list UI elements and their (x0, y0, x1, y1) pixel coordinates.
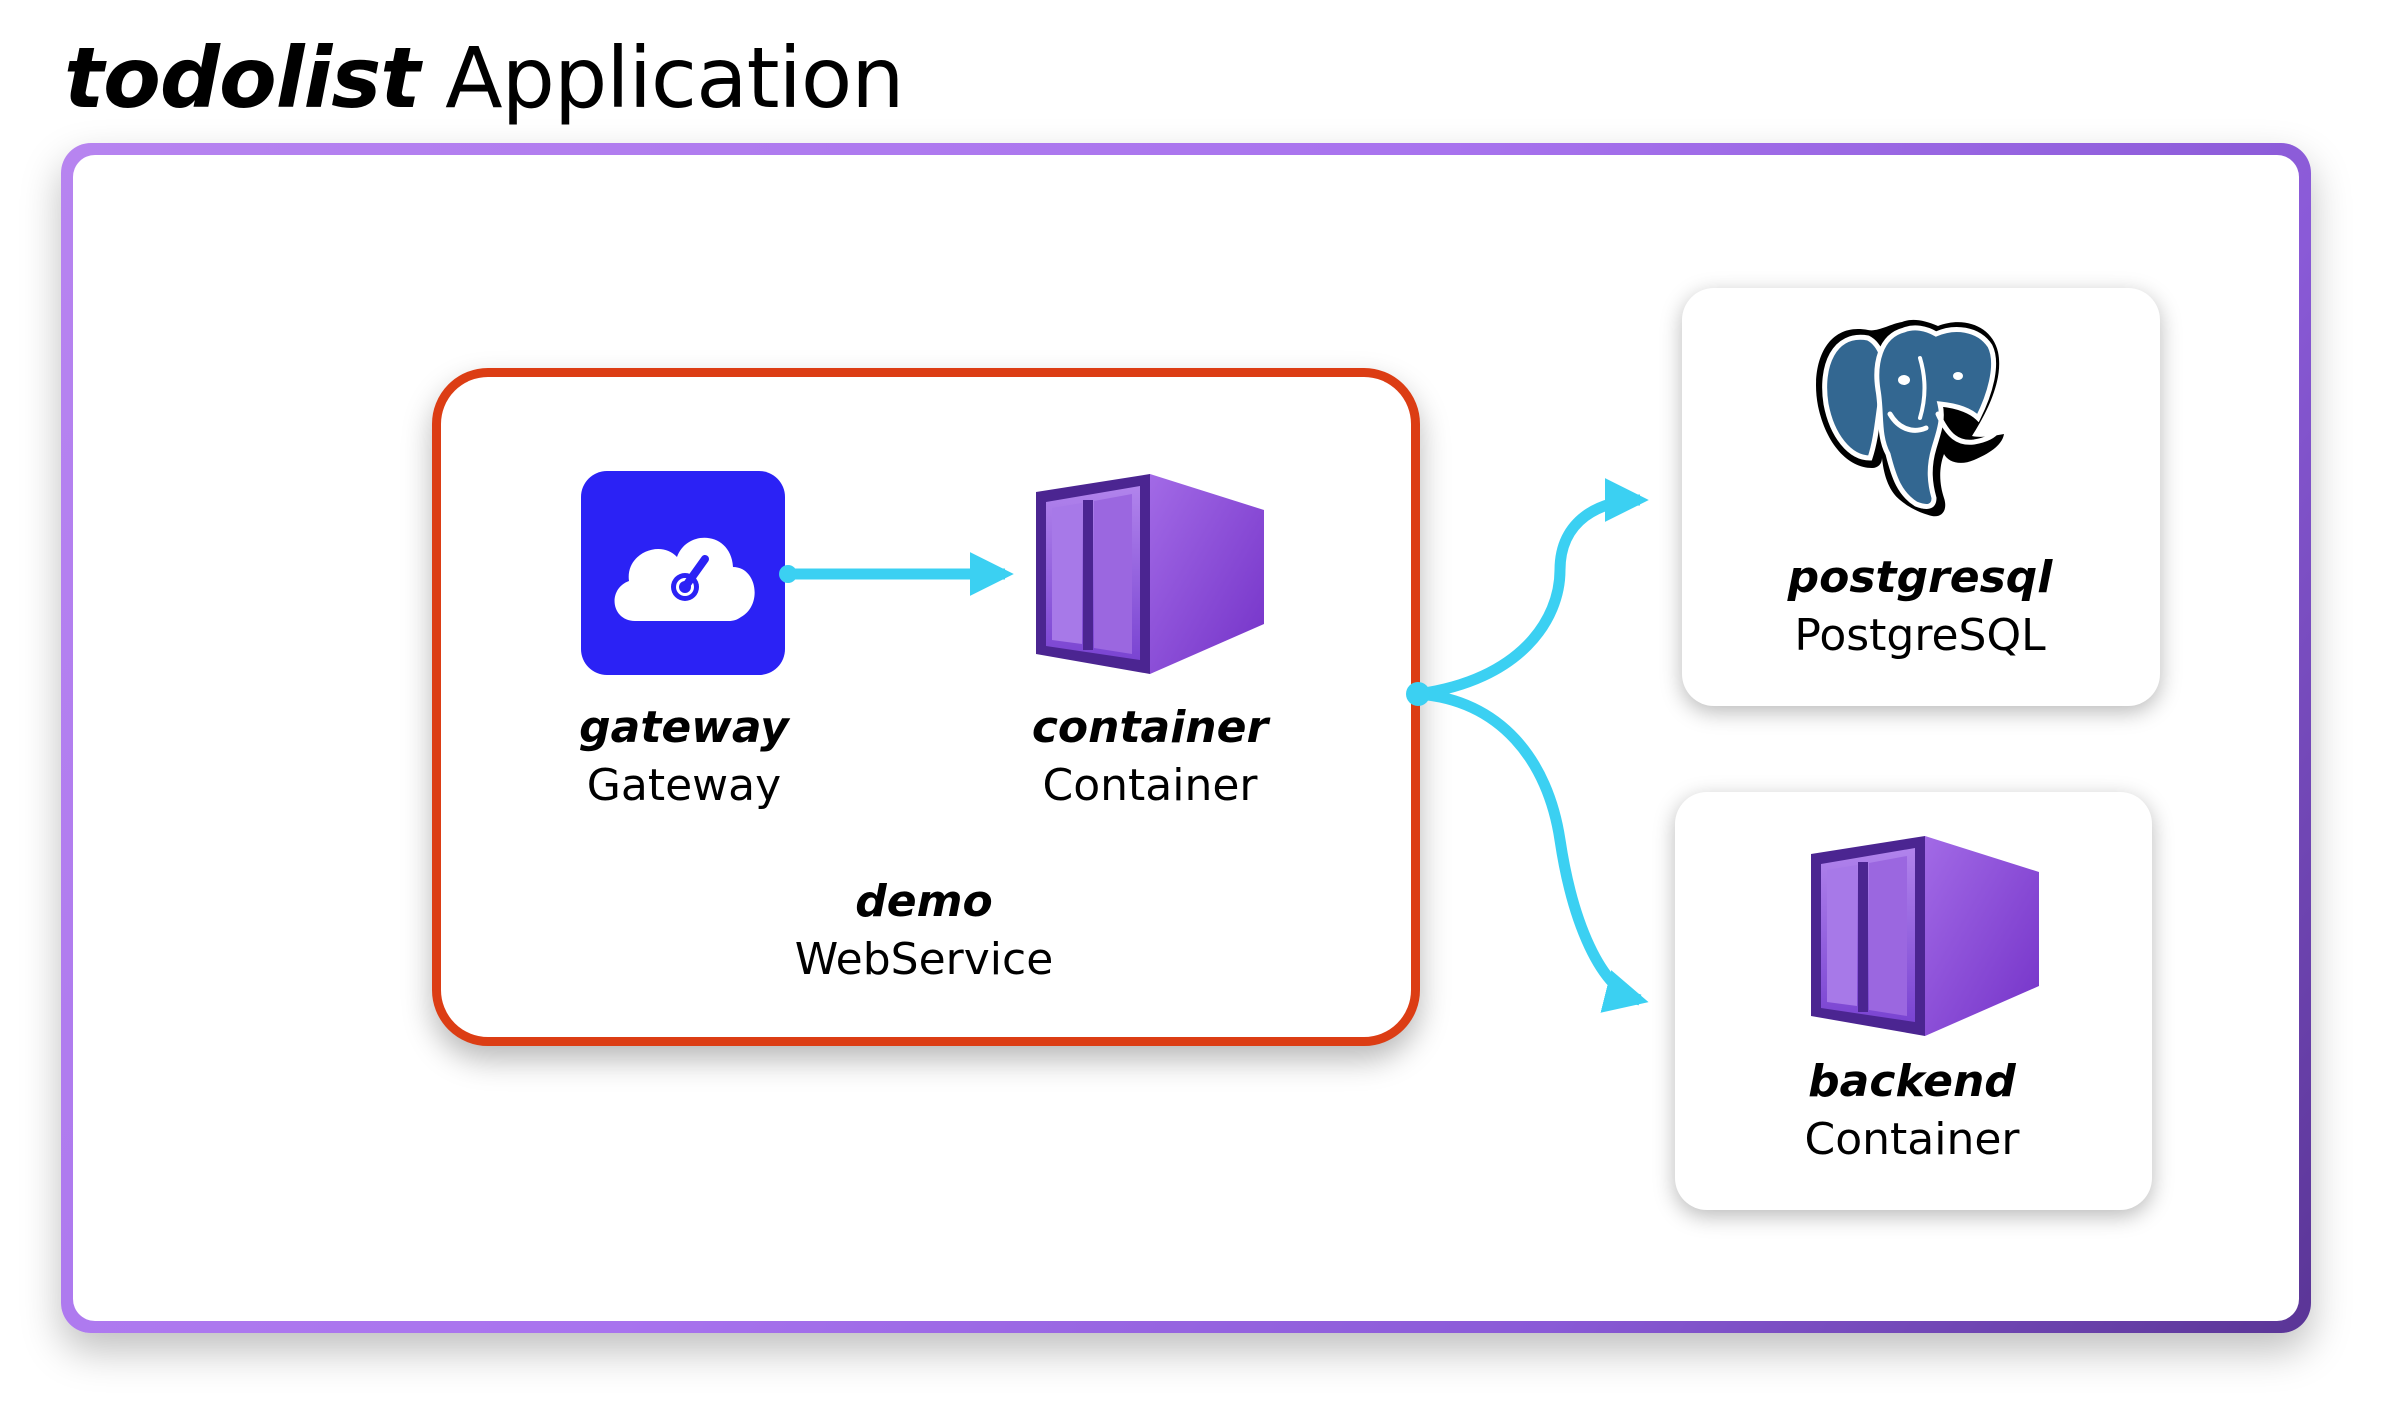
gateway-node-name: gateway (579, 702, 789, 753)
container-icon (1811, 836, 2039, 1036)
gateway-node-type: Gateway (586, 760, 782, 811)
postgresql-node-name: postgresql (1787, 552, 2053, 603)
container-node-name: container (1031, 702, 1269, 753)
postgresql-node-type: PostgreSQL (1794, 610, 2046, 661)
postgresql-label: postgresql PostgreSQL (1788, 549, 2053, 665)
container-label: container Container (1032, 699, 1268, 815)
gateway-cloud-icon (581, 471, 785, 675)
page-title: todolist Application (64, 28, 905, 128)
webservice-node-name: demo (855, 876, 993, 927)
application-name: todolist (64, 29, 420, 127)
backend-label: backend Container (1804, 1053, 2019, 1169)
webservice-node-type: WebService (794, 934, 1054, 985)
container-node-type: Container (1042, 760, 1258, 811)
webservice-label: demo WebService (795, 873, 1054, 989)
backend-node-name: backend (1808, 1056, 2016, 1107)
postgresql-elephant-icon (1816, 319, 2004, 517)
backend-node-type: Container (1804, 1114, 2020, 1165)
application-kind: Application (445, 29, 904, 127)
gateway-label: gateway Gateway (579, 699, 789, 815)
container-icon (1036, 474, 1264, 674)
